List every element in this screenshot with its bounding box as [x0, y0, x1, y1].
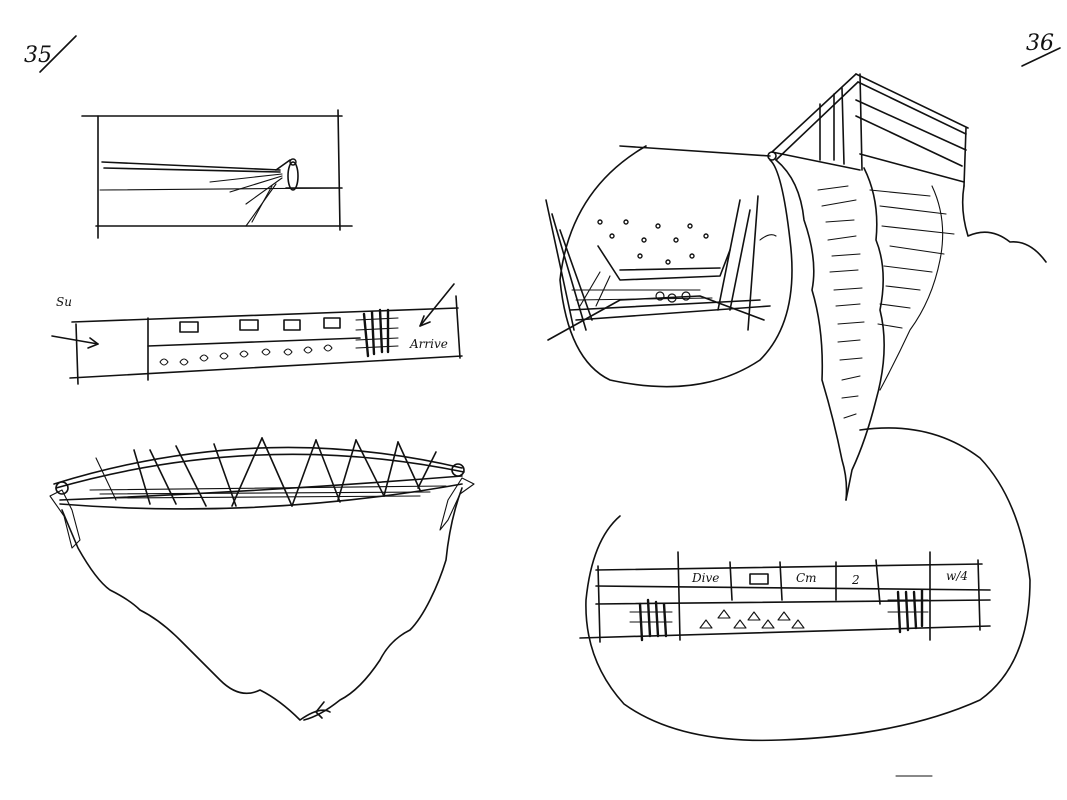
right-page-number-text: 36	[1026, 31, 1054, 56]
interior-view-bubble	[545, 145, 793, 388]
section-sketch-figure	[81, 109, 353, 239]
plan-label-two: 2	[851, 573, 860, 587]
left-page-number-slash	[39, 35, 77, 73]
truss-bridge-sketch	[49, 437, 475, 721]
strip-start-label: Su	[56, 295, 72, 309]
left-page-number: 35	[24, 35, 77, 73]
plan-label-w4: w/4	[946, 569, 968, 583]
long-strip-elevation: Su Arrive	[51, 283, 463, 385]
right-page-number: 36	[1021, 31, 1061, 67]
plan-strip-bubble: Dive Cm 2 w/4	[579, 427, 1031, 777]
plan-label-cm: Cm	[796, 571, 817, 585]
right-page-number-slash	[1021, 47, 1061, 67]
plan-label-dive: Dive	[691, 571, 719, 585]
strip-end-label: Arrive	[409, 337, 448, 351]
cliff-house-sketch	[767, 73, 1047, 501]
